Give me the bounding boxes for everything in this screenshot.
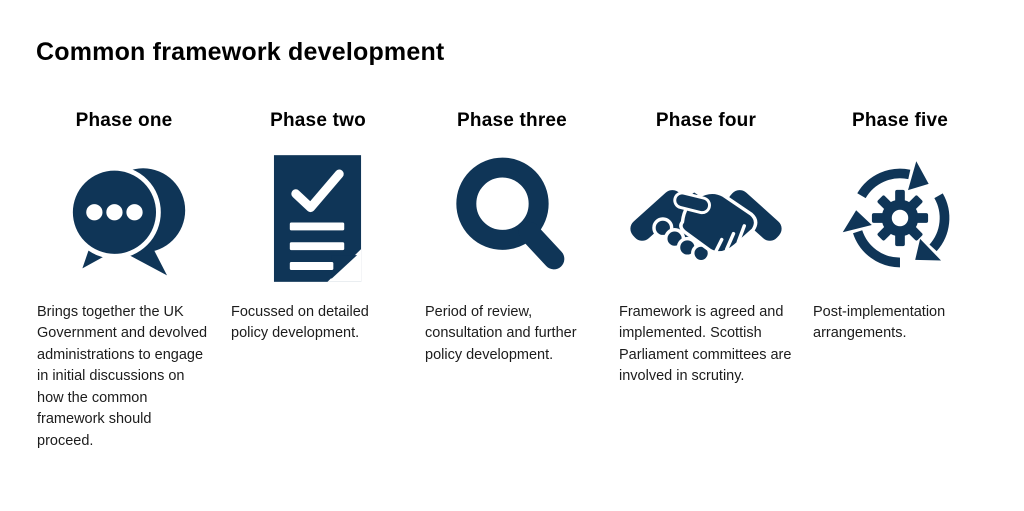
phase-two-heading: Phase two xyxy=(270,110,366,131)
magnifying-glass-icon xyxy=(456,157,565,270)
phase-four-column: Phase four Framework is agreed and imple… xyxy=(609,108,803,452)
phase-two-description: Focussed on detailed policy development. xyxy=(231,304,369,342)
phase-three-description: Period of review, consultation and furth… xyxy=(425,304,577,363)
phase-five-heading: Phase five xyxy=(852,110,948,131)
handshake-icon xyxy=(630,190,782,264)
phase-two-icon-box xyxy=(231,142,405,294)
phase-three-icon-box xyxy=(425,142,599,294)
phase-five-column: Phase five xyxy=(803,108,997,452)
phase-one-description: Brings together the UK Government and de… xyxy=(37,304,208,449)
phase-five-icon-box xyxy=(813,142,987,294)
phase-four-icon-box xyxy=(619,142,793,294)
phase-four-heading: Phase four xyxy=(655,110,757,131)
checklist-document-icon xyxy=(273,154,361,282)
page-title: Common framework development xyxy=(36,38,445,66)
phase-four-description: Framework is agreed and implemented. Sco… xyxy=(619,304,792,385)
process-cycle-gear-icon xyxy=(839,161,961,279)
phases-row: Phase one Brings together the UK Governm… xyxy=(27,108,997,452)
phase-one-heading: Phase one xyxy=(75,110,173,131)
chat-bubbles-icon xyxy=(68,165,186,279)
phase-three-heading: Phase three xyxy=(457,110,567,131)
phase-five-description: Post-implementation arrangements. xyxy=(813,304,946,342)
phase-three-column: Phase three Period of review, consultati… xyxy=(415,108,609,452)
phase-one-icon-box xyxy=(37,142,211,294)
phase-one-column: Phase one Brings together the UK Governm… xyxy=(27,108,221,452)
phase-two-column: Phase two Focussed on detailed policy de… xyxy=(221,108,415,452)
